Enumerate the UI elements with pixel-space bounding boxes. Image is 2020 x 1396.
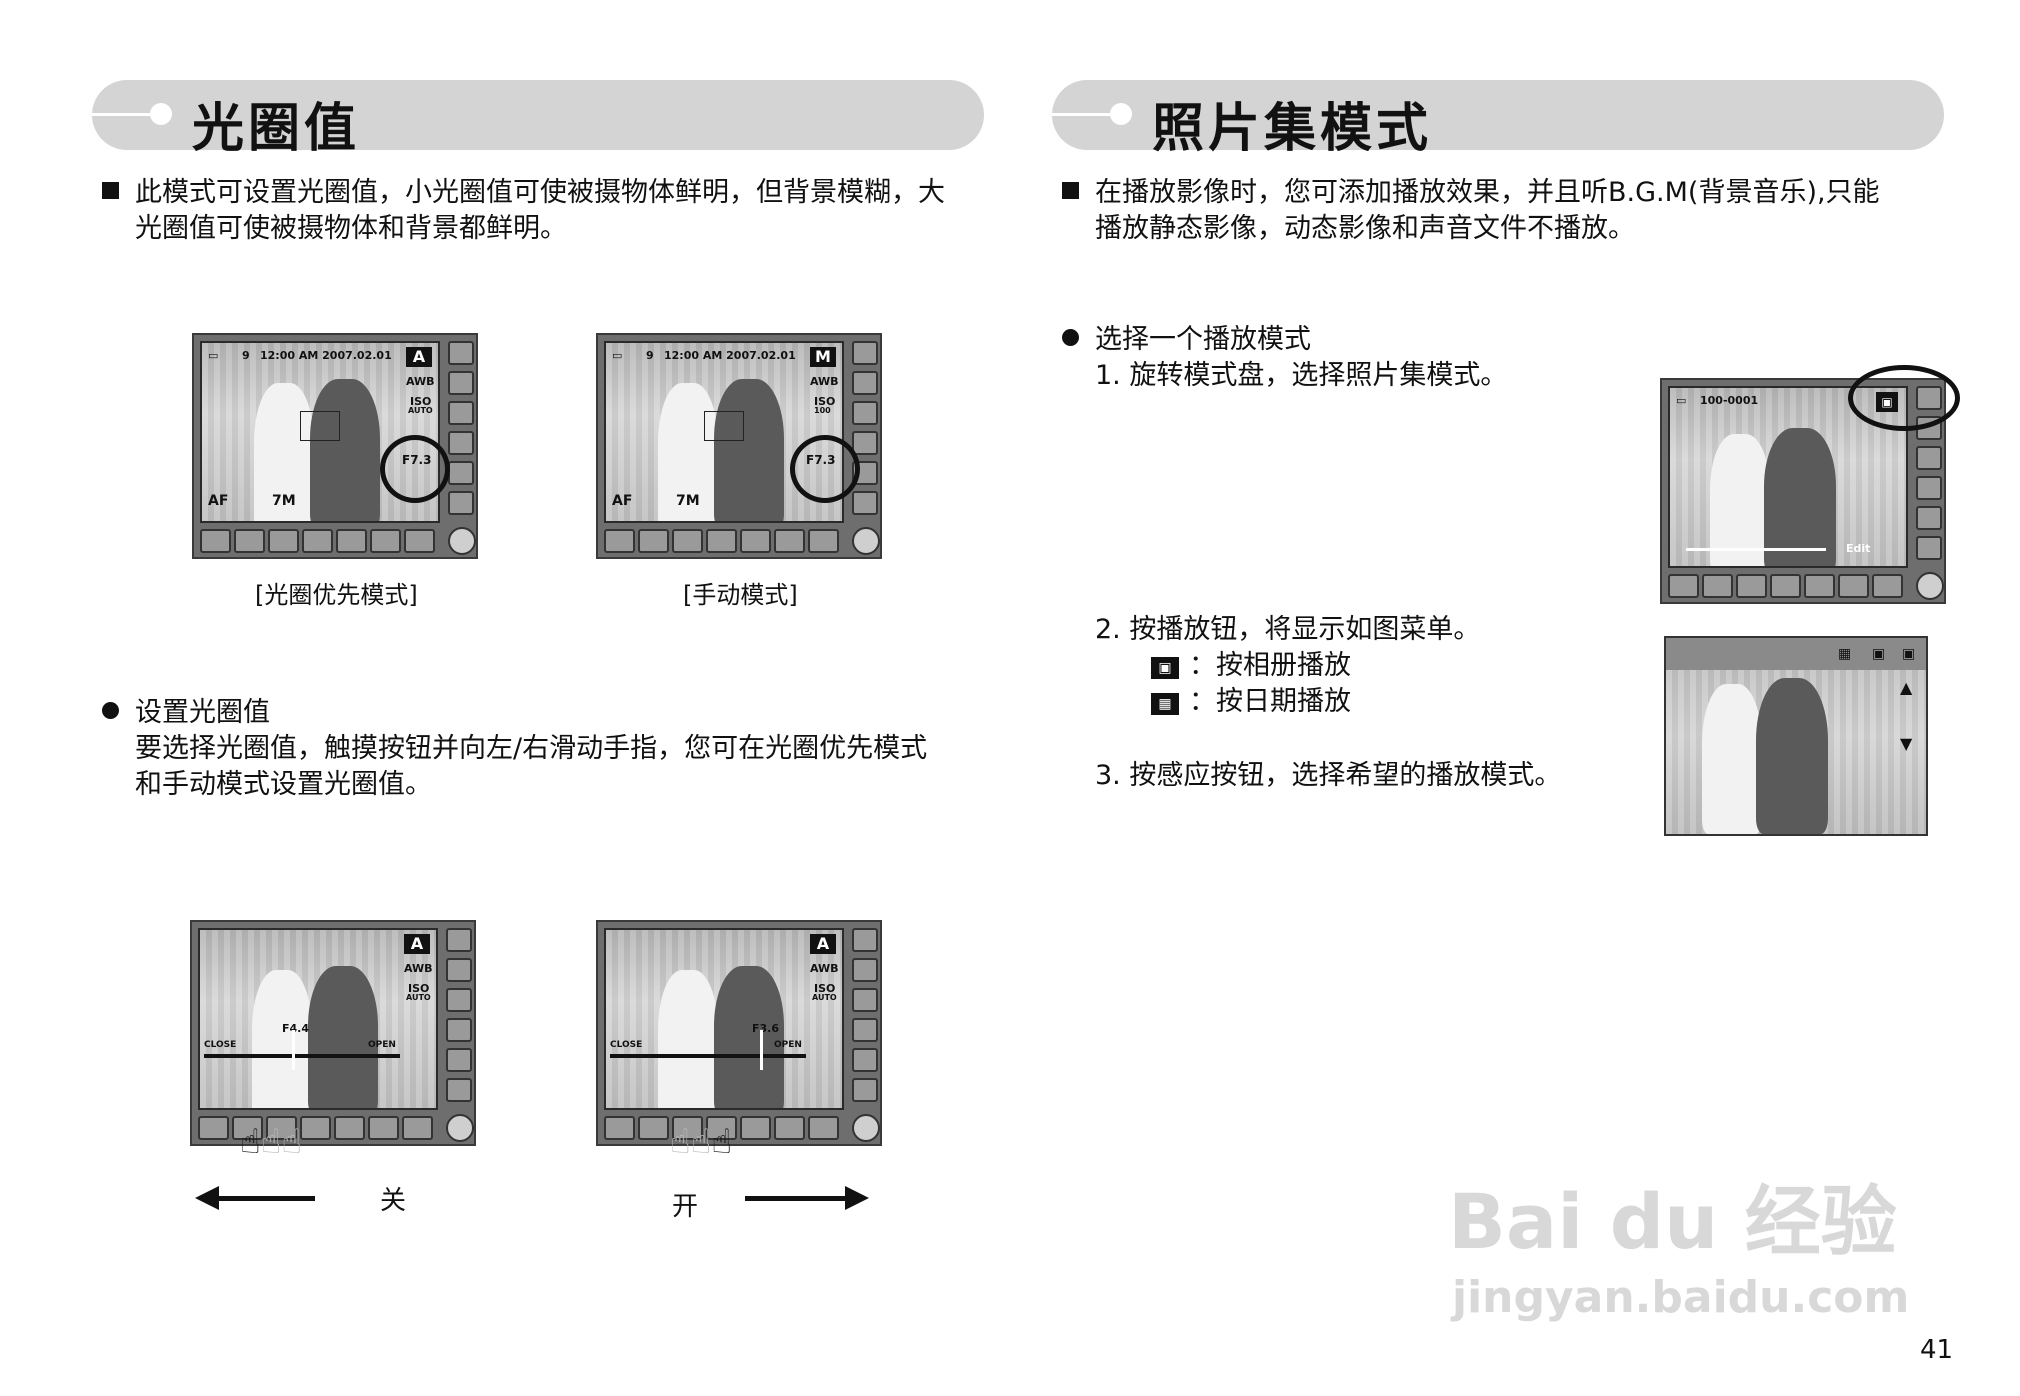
focus-frame	[704, 411, 744, 441]
label-close: 关	[380, 1186, 407, 1216]
select-mode-section: 选择一个播放模式 1. 旋转模式盘，选择照片集模式。	[1062, 322, 1507, 394]
aperture-slider[interactable]	[204, 1054, 400, 1058]
round-bullet-icon	[1062, 329, 1079, 346]
battery-icon: ▭	[612, 349, 623, 362]
arrow-left-icon	[215, 1196, 315, 1201]
arrow-right-icon	[745, 1196, 845, 1201]
play-button-icon	[852, 527, 880, 555]
square-bullet-icon	[1062, 182, 1079, 199]
play-button-icon	[1916, 572, 1944, 600]
header-line-decoration	[1052, 113, 1114, 116]
header-dot-decoration	[150, 103, 172, 125]
step3: 3. 按感应按钮，选择希望的播放模式。	[1095, 760, 1562, 791]
slider-handle[interactable]	[292, 1030, 295, 1070]
play-button-icon	[446, 1114, 474, 1142]
album-intro: 在播放影像时，您可添加播放效果，并且听B.G.M(背景音乐),只能 播放静态影像…	[1062, 175, 1880, 247]
album-icon: ▣	[1151, 657, 1179, 679]
header-dot-decoration	[1110, 103, 1132, 125]
play-button-icon	[448, 527, 476, 555]
section-header-aperture: 光圈值	[92, 80, 984, 159]
caption-aperture-priority: [光圈优先模式]	[255, 581, 418, 609]
finger-swipe-icon: ☝☝☝	[670, 1122, 733, 1162]
down-arrow-icon: ▼	[1900, 734, 1913, 753]
page-number: 41	[1920, 1335, 1954, 1365]
album-icon: ▣	[1872, 646, 1886, 662]
label-open: 开	[672, 1192, 699, 1222]
calendar-icon: ▦	[1838, 646, 1852, 662]
round-bullet-icon	[102, 702, 119, 719]
camera-screen-slider-open: A AWB ISO AUTO F3.6 CLOSE OPEN	[596, 920, 882, 1146]
mode-badge: A	[810, 934, 836, 954]
camera-screen-slider-close: A AWB ISO AUTO F4.4 CLOSE OPEN	[190, 920, 476, 1146]
album-icon: ▣	[1902, 646, 1916, 662]
up-arrow-icon: ▲	[1900, 678, 1913, 697]
highlight-circle	[1848, 365, 1960, 431]
square-bullet-icon	[102, 182, 119, 199]
mode-badge: A	[406, 347, 432, 367]
step2-section: 2. 按播放钮，将显示如图菜单。 ▣：按相册播放 ▦：按日期播放	[1095, 614, 1481, 717]
set-aperture-section: 设置光圈值 要选择光圈值，触摸按钮并向左/右滑动手指，您可在光圈优先模式 和手动…	[102, 695, 927, 803]
slider-handle[interactable]	[760, 1030, 763, 1070]
aperture-intro: 此模式可设置光圈值，小光圈值可使被摄物体鲜明，但背景模糊，大 光圈值可使被摄物体…	[102, 175, 945, 247]
section-header-album-mode: 照片集模式	[1052, 80, 1944, 159]
section-title: 照片集模式	[1152, 99, 1433, 159]
playback-progress	[1686, 548, 1826, 551]
camera-screen-menu: ▦ ▣ ▣ ▲ ▼	[1664, 636, 1928, 836]
play-button-icon	[852, 1114, 880, 1142]
caption-manual: [手动模式]	[683, 581, 798, 609]
section-title: 光圈值	[192, 99, 361, 159]
mode-badge: M	[810, 347, 836, 367]
focus-frame	[300, 411, 340, 441]
baidu-watermark-url: jingyan.baidu.com	[1452, 1272, 1910, 1323]
baidu-watermark: Bai du 经验	[1448, 1177, 1897, 1266]
battery-icon: ▭	[1676, 394, 1687, 407]
highlight-circle	[790, 435, 860, 503]
battery-icon: ▭	[208, 349, 219, 362]
header-line-decoration	[92, 113, 154, 116]
calendar-icon: ▦	[1151, 693, 1179, 715]
finger-swipe-icon: ☝☝☝	[240, 1122, 303, 1162]
aperture-slider[interactable]	[610, 1054, 806, 1058]
camera-screen-aperture-priority: ▭ 9 12:00 AM 2007.02.01 A AWB ISO AUTO F…	[192, 333, 478, 559]
highlight-circle	[380, 435, 450, 503]
mode-badge: A	[404, 934, 430, 954]
